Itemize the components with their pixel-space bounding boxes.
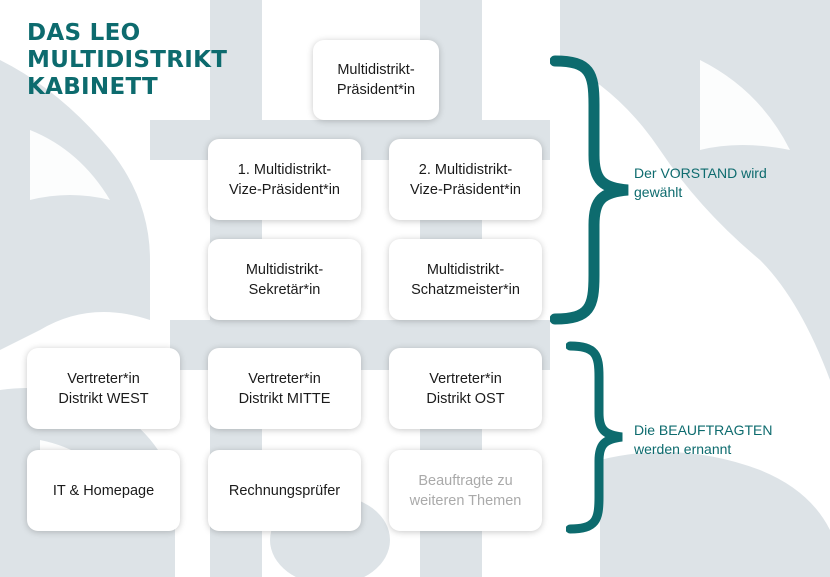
- box-auditor-label: Rechnungsprüfer: [228, 482, 341, 499]
- title-line-3: KABINETT: [27, 74, 158, 100]
- box-treasurer: Multidistrikt- Schatzmeister*in: [389, 239, 542, 320]
- board-label-line-1: Der VORSTAND wird: [634, 165, 767, 181]
- box-secretary: Multidistrikt- Sekretär*in: [208, 239, 361, 320]
- board-brace-icon: [550, 55, 629, 325]
- box-other-topics: Beauftragte zu weiteren Themen: [389, 450, 542, 531]
- box-rep-ost: Vertreter*in Distrikt OST: [389, 348, 542, 429]
- page-title: DAS LEO MULTIDISTRIKT KABINETT: [27, 20, 227, 101]
- title-line-1: DAS LEO: [27, 20, 141, 46]
- box-vice-president-2: 2. Multidistrikt- Vize-Präsident*in: [389, 139, 542, 220]
- box-vice-president-2-label: 2. Multidistrikt- Vize-Präsident*in: [410, 161, 521, 198]
- box-rep-mitte: Vertreter*in Distrikt MITTE: [208, 348, 361, 429]
- appointed-brace-icon: [566, 341, 623, 534]
- appointed-label-line-2: werden ernannt: [634, 441, 732, 457]
- box-treasurer-label: Multidistrikt- Schatzmeister*in: [411, 261, 520, 298]
- box-vice-president-1-label: 1. Multidistrikt- Vize-Präsident*in: [229, 161, 340, 198]
- box-rep-west: Vertreter*in Distrikt WEST: [27, 348, 180, 429]
- box-vice-president-1: 1. Multidistrikt- Vize-Präsident*in: [208, 139, 361, 220]
- box-it-homepage-label: IT & Homepage: [52, 482, 155, 499]
- box-president-label: Multidistrikt- Präsident*in: [336, 62, 416, 98]
- box-rep-mitte-label: Vertreter*in Distrikt MITTE: [238, 370, 331, 407]
- box-it-homepage: IT & Homepage: [27, 450, 180, 531]
- box-president: Multidistrikt- Präsident*in: [313, 40, 439, 120]
- title-line-2: MULTIDISTRIKT: [27, 47, 228, 73]
- box-rep-ost-label: Vertreter*in Distrikt OST: [426, 370, 505, 407]
- board-label-line-2: gewählt: [634, 184, 683, 200]
- board-label: Der VORSTAND wird gewählt: [634, 164, 767, 202]
- box-rep-west-label: Vertreter*in Distrikt WEST: [58, 370, 149, 407]
- appointed-label-line-1: Die BEAUFTRAGTEN: [634, 422, 773, 438]
- box-other-topics-label: Beauftragte zu weiteren Themen: [409, 472, 522, 509]
- box-auditor: Rechnungsprüfer: [208, 450, 361, 531]
- box-secretary-label: Multidistrikt- Sekretär*in: [245, 261, 324, 298]
- appointed-label: Die BEAUFTRAGTEN werden ernannt: [634, 421, 772, 459]
